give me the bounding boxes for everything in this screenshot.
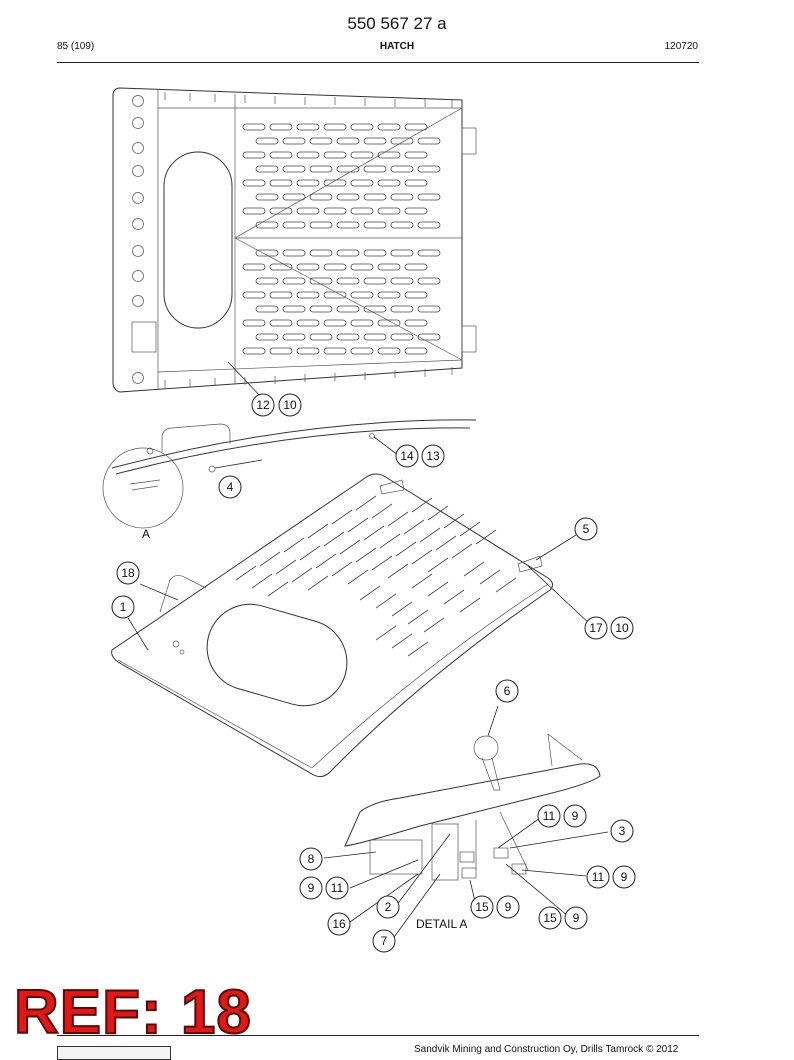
svg-text:8: 8 (308, 852, 315, 866)
svg-text:15: 15 (475, 900, 489, 914)
callout-18: 18 (116, 561, 140, 585)
callout-16: 16 (327, 912, 351, 936)
sandvik-logo (57, 1046, 171, 1060)
iso-vent-slots (235, 495, 517, 657)
svg-text:17: 17 (589, 621, 603, 635)
top-vent-slots (242, 123, 441, 355)
callout-14: 14 (395, 444, 419, 468)
document-date: 120720 (664, 41, 698, 52)
callout-9e: 9 (564, 906, 588, 930)
detail-a-circle (102, 447, 184, 529)
svg-text:10: 10 (615, 621, 629, 635)
callout-11b: 11 (586, 865, 610, 889)
svg-text:18: 18 (121, 566, 135, 580)
section-title: HATCH (379, 41, 415, 52)
header-divider (57, 62, 699, 63)
detail-a-label: A (142, 527, 150, 541)
svg-text:11: 11 (592, 870, 605, 884)
document-number: 550 567 27 a (347, 14, 447, 33)
callout-1: 1 (111, 595, 135, 619)
svg-text:6: 6 (504, 684, 511, 698)
svg-text:4: 4 (227, 480, 234, 494)
callout-17: 17 (584, 616, 608, 640)
svg-text:2: 2 (385, 900, 392, 914)
svg-text:5: 5 (583, 522, 590, 536)
callout-11c: 11 (325, 876, 349, 900)
svg-text:10: 10 (283, 398, 297, 412)
hatch-isometric-view (111, 473, 593, 778)
hatch-side-profile (102, 419, 477, 529)
footer-divider (57, 1035, 699, 1036)
callout-11a: 11 (537, 804, 561, 828)
detail-a-caption: DETAIL A (416, 917, 467, 931)
callout-9b: 9 (612, 865, 636, 889)
svg-text:14: 14 (400, 449, 414, 463)
svg-text:9: 9 (308, 881, 315, 895)
callout-10: 10 (278, 393, 302, 417)
footer-copyright: Sandvik Mining and Construction Oy, Dril… (414, 1044, 679, 1055)
svg-text:7: 7 (381, 934, 388, 948)
svg-text:3: 3 (619, 824, 626, 838)
callout-13: 13 (421, 444, 445, 468)
callout-2: 2 (376, 895, 400, 919)
callout-9a: 9 (563, 804, 587, 828)
callout-10b: 10 (610, 616, 634, 640)
svg-text:12: 12 (256, 398, 270, 412)
svg-text:1: 1 (120, 600, 127, 614)
svg-text:11: 11 (543, 809, 556, 823)
svg-text:9: 9 (573, 911, 580, 925)
callout-15b: 15 (538, 906, 562, 930)
detail-a-assembly (323, 705, 609, 941)
callout-4: 4 (218, 475, 242, 499)
callout-3: 3 (610, 819, 634, 843)
svg-text:13: 13 (426, 449, 440, 463)
callout-8: 8 (299, 847, 323, 871)
callout-9d: 9 (496, 895, 520, 919)
callout-6: 6 (495, 679, 519, 703)
svg-text:15: 15 (543, 911, 557, 925)
callout-5: 5 (574, 517, 598, 541)
callout-7: 7 (372, 929, 396, 953)
callout-15a: 15 (470, 895, 494, 919)
page-number: 85 (109) (57, 41, 95, 52)
svg-text:16: 16 (332, 917, 346, 931)
callout-9c: 9 (299, 876, 323, 900)
svg-text:11: 11 (331, 881, 344, 895)
svg-text:9: 9 (572, 809, 579, 823)
callout-12: 12 (251, 393, 275, 417)
svg-text:9: 9 (505, 900, 512, 914)
svg-text:9: 9 (621, 870, 628, 884)
ref-stamp: REF: 18 (13, 978, 252, 1047)
hatch-top-view (112, 87, 477, 399)
